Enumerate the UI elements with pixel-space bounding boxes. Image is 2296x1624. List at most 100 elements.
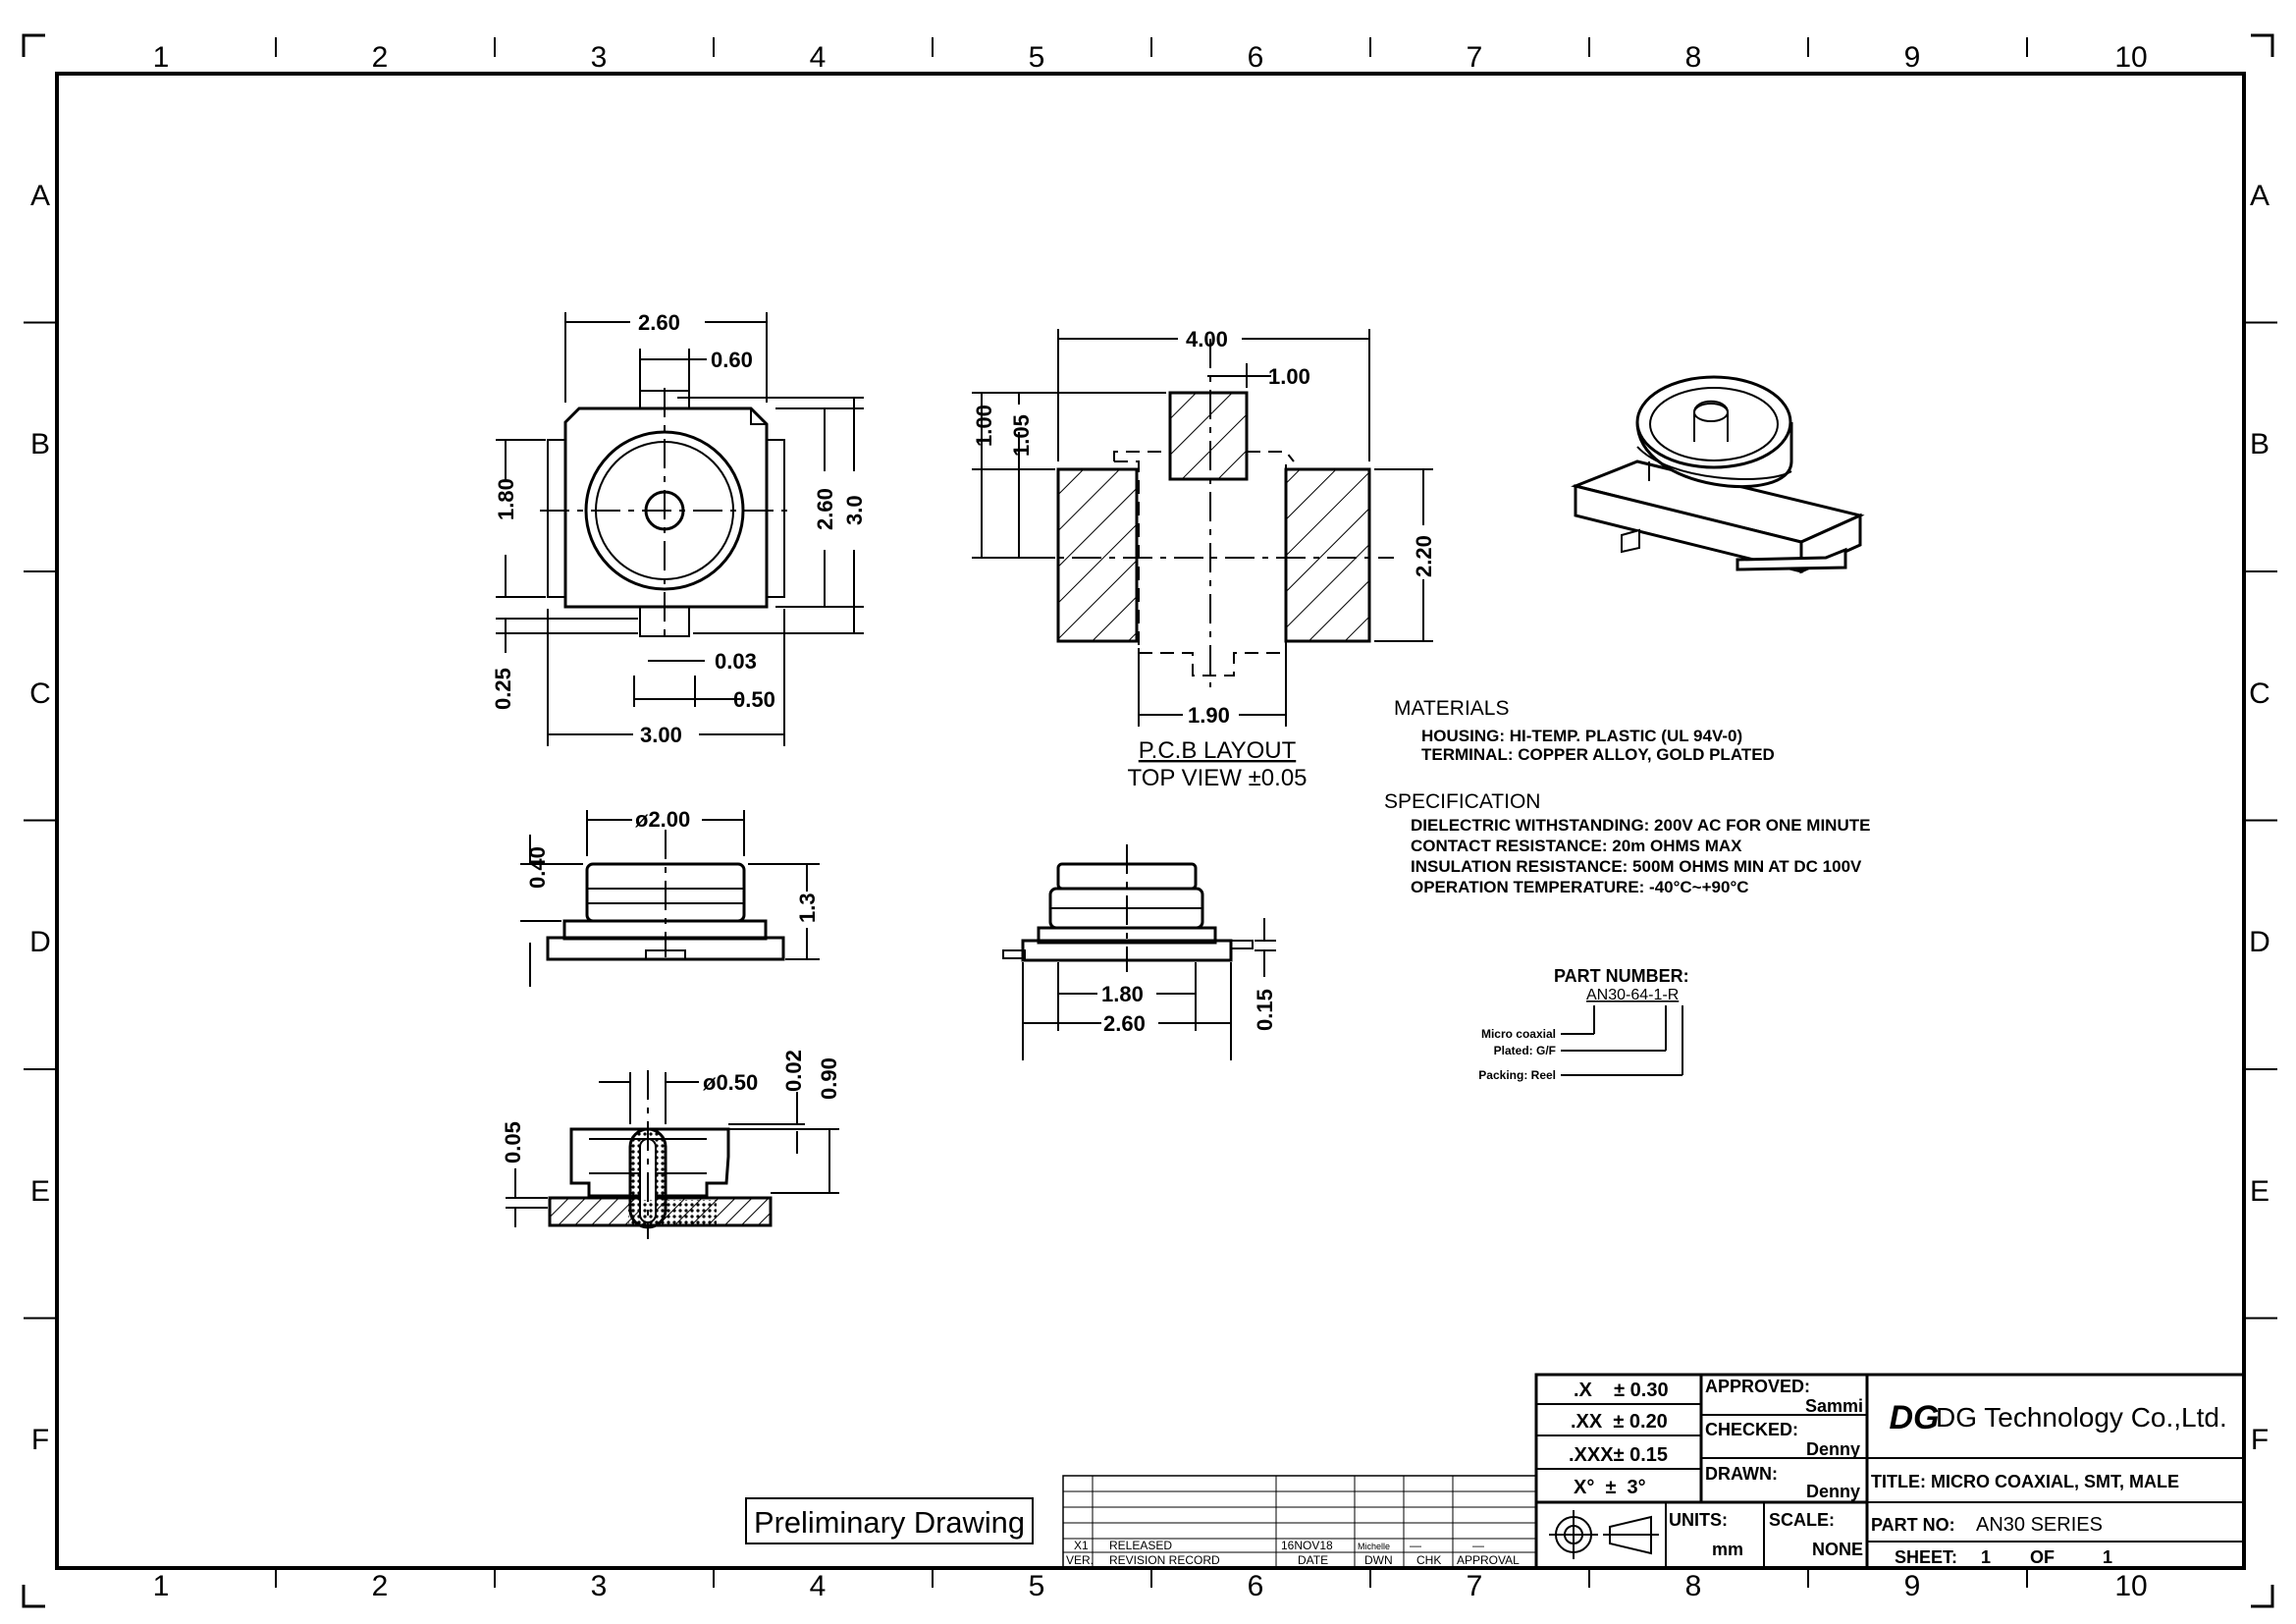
section-view: ø0.50 0.02 0.90 0.05 [501,1050,841,1239]
dim-text: 2.60 [813,488,837,530]
side-view: ø2.00 0.40 1.3 [520,807,820,987]
row-label: A [30,180,50,212]
row-label: D [29,926,51,958]
part-number-code: AN30-64-1-R [1586,987,1679,1003]
dim-text: 0.90 [817,1057,841,1100]
row-label: E [30,1175,50,1208]
dim-text: 1.00 [1268,364,1310,389]
tolerance: .X ± 0.30 [1574,1380,1669,1401]
materials-note: MATERIALS HOUSING: HI-TEMP. PLASTIC (UL … [1394,697,1775,764]
col-label: 7 [1467,41,1483,74]
approved-name: Sammi [1805,1396,1863,1416]
front-view: 1.80 2.60 0.15 [1002,844,1277,1060]
revision-cell: — [1410,1539,1421,1552]
dim-text: 1.90 [1188,703,1230,728]
dim-text: 0.25 [491,668,515,710]
revision-table: X1 RELEASED 16NOV18 Michelle — — VER. RE… [1062,1475,1537,1569]
dim-text: 2.60 [1103,1011,1146,1036]
col-label: 7 [1467,1570,1483,1602]
dim-text: 0.02 [781,1050,806,1092]
row-ticks [24,321,2277,1320]
part-no-value: AN30 SERIES [1976,1514,2103,1536]
col-label: 9 [1904,1570,1921,1602]
materials-line: TERMINAL: COPPER ALLOY, GOLD PLATED [1421,745,1775,764]
dim-text: 2.60 [638,310,680,335]
dim-text: ø0.50 [703,1070,758,1095]
row-label: B [30,428,50,460]
specification-line: CONTACT RESISTANCE: 20m OHMS MAX [1411,837,1742,855]
dim-text: 0.05 [501,1121,525,1164]
checked-label: CHECKED: [1705,1420,1798,1439]
part-number-label: Plated: G/F [1494,1044,1556,1057]
part-no-label: PART NO: [1871,1515,1955,1535]
dim-text: 1.05 [1009,414,1034,457]
row-label: F [2251,1424,2269,1456]
revision-header: DWN [1364,1553,1393,1567]
dim-text: 3.0 [842,495,867,525]
tolerance: X° ± 3° [1574,1477,1646,1498]
revision-header: DATE [1298,1553,1328,1567]
revision-cell: RELEASED [1109,1539,1172,1552]
scale-label: SCALE: [1769,1510,1835,1530]
checked-name: Denny [1806,1439,1860,1459]
specification-line: OPERATION TEMPERATURE: -40°C~+90°C [1411,878,1749,896]
row-label: E [2250,1175,2269,1208]
specification-line: INSULATION RESISTANCE: 500M OHMS MIN AT … [1411,857,1862,876]
dim-text: 2.20 [1412,535,1436,577]
row-label: F [31,1424,49,1456]
col-label: 8 [1685,1570,1702,1602]
sheet-label: SHEET: [1895,1547,1957,1567]
row-label: C [2249,677,2270,710]
pcb-layout-subtitle: TOP VIEW ±0.05 [1127,765,1307,791]
part-number-label: Packing: Reel [1478,1068,1556,1082]
col-label: 2 [372,1570,389,1602]
row-label: D [2249,926,2270,958]
col-label: 4 [810,1570,827,1602]
col-label: 10 [2114,1570,2147,1602]
col-label: 1 [153,1570,170,1602]
specification-heading: SPECIFICATION [1384,790,1540,813]
dim-text: 3.00 [640,723,682,747]
pcb-layout: 4.00 1.00 1.00 1.05 2.20 1.90 P.C.B LAYO… [972,327,1436,791]
dim-text: ø2.00 [635,807,690,832]
company-logo: DG DG Technology Co.,Ltd. [1890,1399,2227,1436]
column-labels-top: 1 2 3 4 5 6 7 8 9 10 [153,41,2148,74]
units-value: mm [1712,1540,1743,1559]
col-label: 8 [1685,41,1702,74]
sheet-frame [22,33,2274,1608]
row-labels: A B C D E F A B C D E F [29,180,2270,1456]
dim-text: 0.40 [525,846,550,889]
dim-text: 1.80 [494,478,518,520]
dim-text: 0.03 [715,649,757,674]
revision-header: APPROVAL [1457,1553,1520,1567]
drawn-name: Denny [1806,1482,1860,1501]
row-label: B [2250,428,2269,460]
of-label: OF [2030,1547,2055,1567]
drawn-label: DRAWN: [1705,1464,1778,1484]
dim-text: 0.15 [1253,989,1277,1031]
approved-label: APPROVED: [1705,1377,1810,1396]
top-view: 2.60 0.60 1.80 2.60 3.0 0.03 0.25 0.50 3… [491,310,867,747]
isometric-view [1571,375,1865,574]
dim-text: 1.3 [795,893,820,923]
revision-header: REVISION RECORD [1109,1553,1220,1567]
col-label: 5 [1029,1570,1045,1602]
revision-cell: Michelle [1358,1542,1390,1551]
dim-text: 0.50 [733,687,775,712]
revision-cell: — [1472,1539,1484,1552]
title-block: .X ± 0.30 .XX ± 0.20 .XXX± 0.15 X° ± 3° … [1534,1373,2246,1570]
col-label: 6 [1248,1570,1264,1602]
col-label: 10 [2114,41,2147,74]
preliminary-text: Preliminary Drawing [754,1505,1025,1540]
logo-mark: DG [1890,1399,1940,1436]
col-label: 9 [1904,41,1921,74]
tolerance: .XXX± 0.15 [1569,1444,1668,1466]
company-name: DG Technology Co.,Ltd. [1936,1402,2227,1433]
dim-text: 1.80 [1101,982,1144,1006]
materials-line: HOUSING: HI-TEMP. PLASTIC (UL 94V-0) [1421,727,1742,745]
specification-line: DIELECTRIC WITHSTANDING: 200V AC FOR ONE… [1411,816,1870,835]
dim-text: 1.00 [972,405,996,447]
col-label: 4 [810,41,827,74]
tolerance: .XX ± 0.20 [1571,1411,1668,1433]
